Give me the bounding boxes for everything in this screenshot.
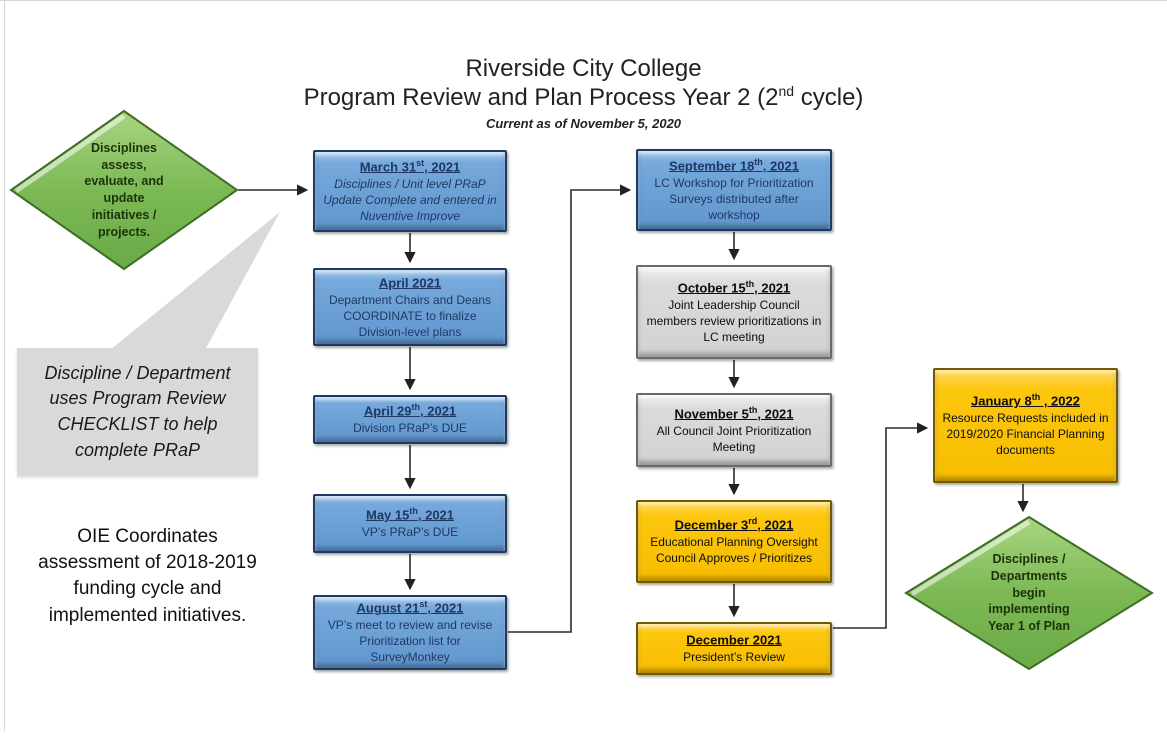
date-ordinal: st — [419, 599, 428, 610]
date-ordinal: th — [745, 278, 755, 289]
slide-edge-left — [4, 0, 5, 731]
flow-step-april-29: April 29th, 2021 Division PRaP’s DUE — [313, 395, 507, 444]
step-date: March 31st, 2021 — [320, 158, 500, 176]
date-suffix: , 2021 — [424, 158, 461, 174]
date-prefix: May 15 — [365, 507, 410, 523]
step-date: May 15th, 2021 — [320, 506, 500, 524]
step-date: September 18th, 2021 — [643, 157, 825, 175]
step-description: VP’s meet to review and revise Prioritiz… — [327, 618, 493, 665]
flow-step-april-2021: April 2021 Department Chairs and Deans C… — [313, 268, 507, 346]
date-prefix: April 2021 — [378, 274, 442, 290]
title-line2-suffix: cycle) — [794, 84, 864, 112]
date-suffix: , 2021 — [757, 405, 794, 421]
date-prefix: August 21 — [356, 600, 420, 616]
date-ordinal: rd — [748, 516, 758, 527]
date-ordinal: st — [416, 157, 425, 168]
flow-step-september-18: September 18th, 2021 LC Workshop for Pri… — [636, 149, 832, 231]
date-prefix: October 15 — [677, 279, 746, 295]
step-date: January 8th , 2022 — [940, 392, 1111, 410]
diamond-text: Disciplines / Departments begin implemen… — [988, 552, 1070, 634]
step-description: Joint Leadership Council members review … — [646, 297, 822, 344]
callout-tail — [110, 212, 280, 350]
date-suffix: , 2021 — [754, 279, 791, 295]
flow-step-october-15: October 15th, 2021 Joint Leadership Coun… — [636, 265, 832, 359]
date-suffix: , 2021 — [417, 507, 455, 523]
flow-step-january-8: January 8th , 2022 Resource Requests inc… — [933, 368, 1118, 483]
step-description: VP’s PRaP’s DUE — [361, 525, 459, 540]
step-date: April 29th, 2021 — [320, 402, 500, 420]
step-date: November 5th, 2021 — [643, 405, 825, 423]
date-ordinal: th — [1031, 392, 1041, 403]
date-suffix: , 2022 — [1040, 393, 1080, 409]
step-description: Educational Planning Oversight Council A… — [650, 535, 818, 566]
date-suffix: , 2021 — [420, 403, 457, 419]
date-ordinal: th — [409, 505, 418, 516]
date-suffix: , 2021 — [757, 517, 794, 533]
title-block: Riverside City College Program Review an… — [0, 55, 1167, 131]
step-date: April 2021 — [320, 274, 500, 292]
step-date: October 15th, 2021 — [643, 279, 825, 297]
diamond-disciplines-assess: Disciplines assess, evaluate, and update… — [8, 108, 240, 272]
diamond-shape — [904, 515, 1154, 671]
arrow-august21-to-september18 — [508, 184, 632, 633]
step-description: All Council Joint Prioritization Meeting — [656, 423, 812, 454]
note-oie-coordinates: OIE Coordinates assessment of 2018-2019 … — [38, 526, 257, 626]
date-ordinal: th — [754, 156, 763, 167]
date-prefix: December 2021 — [686, 632, 782, 648]
step-date: December 3rd, 2021 — [643, 516, 825, 534]
diamond-begin-implementing: Disciplines / Departments begin implemen… — [903, 514, 1155, 672]
date-prefix: September 18 — [669, 157, 755, 173]
step-date: December 2021 — [643, 631, 825, 649]
page-title-line2: Program Review and Plan Process Year 2 (… — [0, 83, 1167, 112]
page-subtitle-date: Current as of November 5, 2020 — [485, 115, 682, 131]
date-prefix: April 29 — [363, 403, 412, 419]
date-prefix: March 31 — [359, 158, 417, 174]
date-prefix: November 5 — [674, 405, 749, 421]
flow-step-march-31: March 31st, 2021 Disciplines / Unit leve… — [313, 150, 507, 232]
flow-step-december-3: December 3rd, 2021 Educational Planning … — [636, 500, 832, 583]
flow-step-december-2021: December 2021 President’s Review — [636, 622, 832, 675]
flow-step-august-21: August 21st, 2021 VP’s meet to review an… — [313, 595, 507, 670]
diamond-text: Disciplines assess, evaluate, and update… — [84, 140, 164, 239]
page-title-line1: Riverside City College — [465, 55, 702, 82]
date-ordinal: th — [411, 401, 421, 412]
step-description: Department Chairs and Deans COORDINATE t… — [328, 292, 492, 339]
slide-edge-top — [0, 0, 1167, 1]
date-suffix: , 2021 — [427, 600, 464, 616]
step-description: LC Workshop for Prioritization Surveys d… — [654, 175, 814, 222]
date-ordinal: th — [748, 404, 758, 415]
date-prefix: December 3 — [674, 517, 749, 533]
step-description: Resource Requests included in 2019/2020 … — [942, 411, 1109, 458]
flow-step-may-15: May 15th, 2021 VP’s PRaP’s DUE — [313, 494, 507, 553]
title-ordinal-superscript: nd — [778, 83, 795, 100]
date-suffix: , 2021 — [762, 157, 799, 173]
date-prefix: January 8 — [971, 393, 1032, 409]
flow-step-november-5: November 5th, 2021 All Council Joint Pri… — [636, 393, 832, 467]
callout-program-review-checklist: Discipline / Department uses Program Rev… — [17, 348, 258, 476]
step-description: President’s Review — [683, 650, 785, 665]
diamond-shape — [9, 109, 239, 271]
title-line2-prefix: Program Review and Plan Process Year 2 (… — [303, 84, 779, 112]
step-date: August 21st, 2021 — [320, 599, 500, 617]
step-description: Division PRaP’s DUE — [353, 421, 467, 436]
step-description: Disciplines / Unit level PRaP Update Com… — [323, 176, 497, 223]
